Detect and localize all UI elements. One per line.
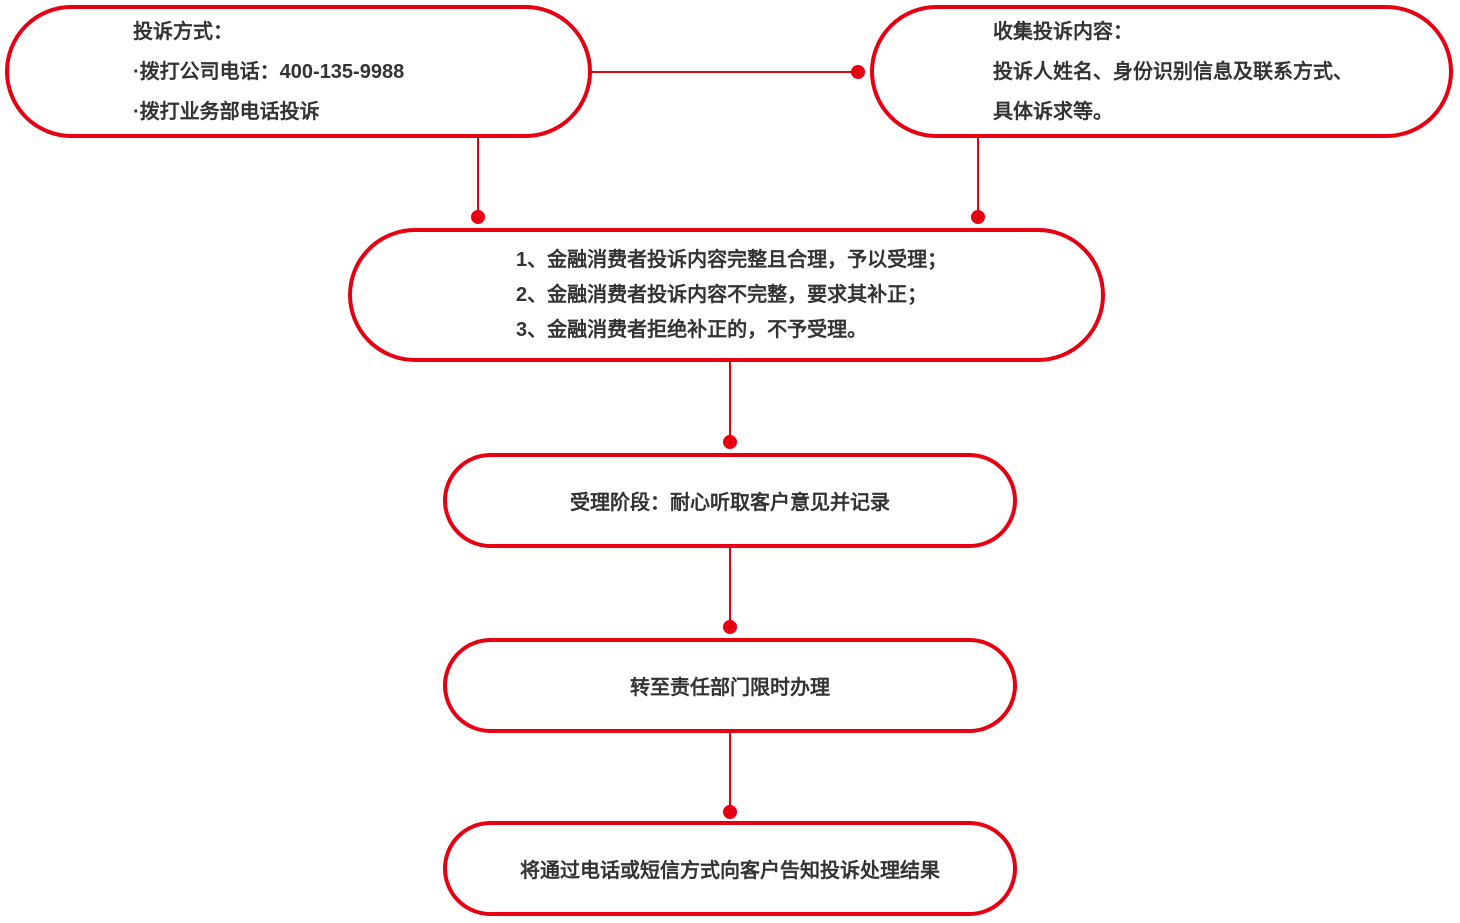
node-acceptance-rules: 1、金融消费者投诉内容完整且合理，予以受理； 2、金融消费者投诉内容不完整，要求… — [348, 228, 1105, 362]
connector-top-horizontal — [592, 71, 858, 73]
connector-rules-to-stage — [729, 362, 731, 443]
node-acceptance-stage: 受理阶段：耐心听取客户意见并记录 — [443, 453, 1017, 548]
acceptance-rule-3: 3、金融消费者拒绝补正的，不予受理。 — [516, 318, 868, 341]
collect-content-title: 收集投诉内容： — [993, 20, 1133, 43]
node-transfer-department: 转至责任部门限时办理 — [443, 638, 1017, 733]
junction-dot-stage — [723, 435, 737, 449]
notify-result-label: 将通过电话或短信方式向客户告知投诉处理结果 — [520, 860, 940, 882]
acceptance-stage-label: 受理阶段：耐心听取客户意见并记录 — [570, 492, 890, 514]
transfer-department-label: 转至责任部门限时办理 — [630, 677, 830, 699]
complaint-methods-title: 投诉方式： — [133, 20, 233, 43]
connector-left-vertical — [477, 138, 479, 218]
collect-content-detail1: 投诉人姓名、身份识别信息及联系方式、 — [993, 60, 1353, 83]
junction-dot-transfer — [723, 620, 737, 634]
node-complaint-methods: 投诉方式： ·拨打公司电话：400-135-9988 ·拨打业务部电话投诉 — [5, 5, 592, 138]
node-notify-result: 将通过电话或短信方式向客户告知投诉处理结果 — [443, 821, 1017, 916]
collect-content-detail2: 具体诉求等。 — [993, 100, 1113, 123]
junction-dot-horizontal-end — [851, 65, 865, 79]
junction-dot-right — [971, 210, 985, 224]
complaint-methods-dept: ·拨打业务部电话投诉 — [133, 100, 320, 123]
node-collect-content: 收集投诉内容： 投诉人姓名、身份识别信息及联系方式、 具体诉求等。 — [870, 5, 1453, 138]
connector-transfer-to-notify — [729, 733, 731, 813]
junction-dot-left — [471, 210, 485, 224]
junction-dot-notify — [723, 805, 737, 819]
connector-stage-to-transfer — [729, 548, 731, 628]
connector-right-vertical — [977, 138, 979, 218]
acceptance-rule-1: 1、金融消费者投诉内容完整且合理，予以受理； — [516, 248, 948, 271]
acceptance-rule-2: 2、金融消费者投诉内容不完整，要求其补正； — [516, 283, 928, 306]
complaint-methods-phone: ·拨打公司电话：400-135-9988 — [133, 60, 405, 83]
